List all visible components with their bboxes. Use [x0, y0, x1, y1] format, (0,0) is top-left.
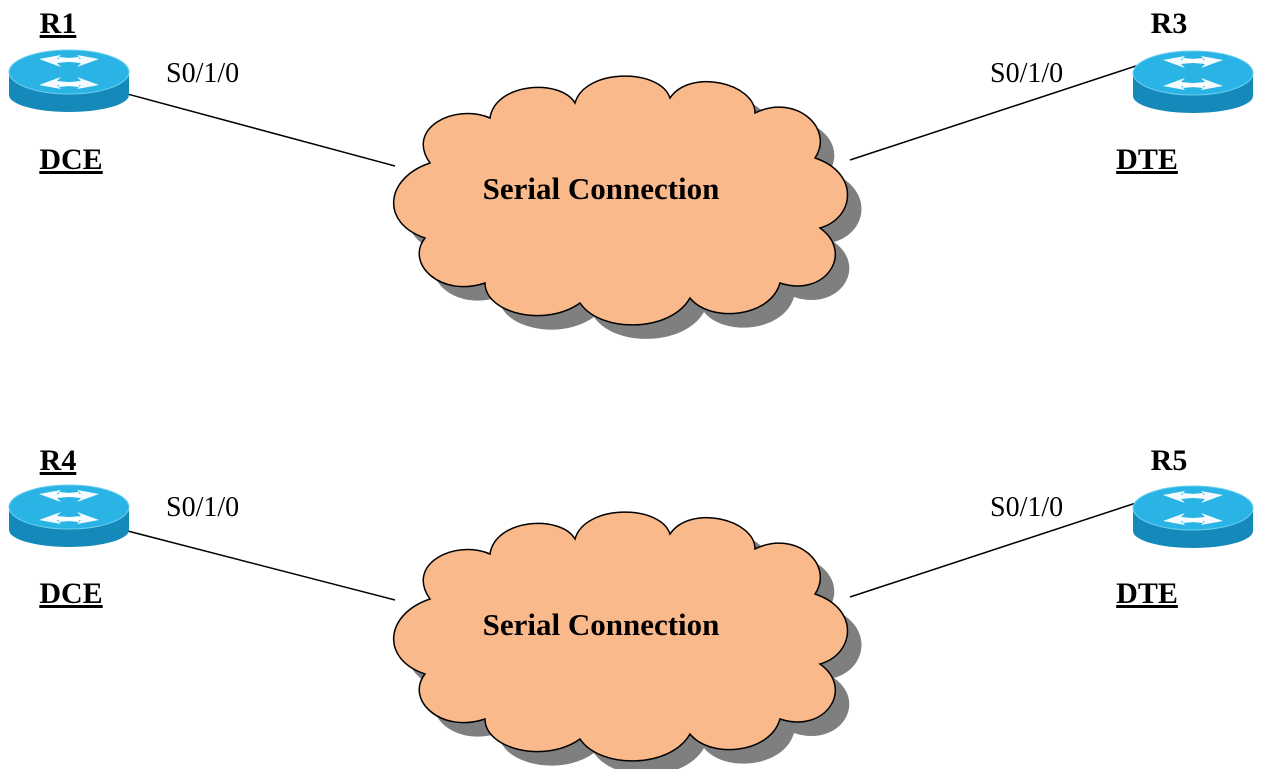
cloud-label: Serial Connection: [483, 607, 720, 642]
router-name-r1: R1: [40, 7, 77, 40]
interface-label-r1: S0/1/0: [166, 58, 239, 89]
link-2: Serial Connection R4 DCE S0/1/0 R5 DTE S…: [8, 444, 1254, 769]
serial-line-left: [119, 528, 396, 601]
link-1: Serial Connection R1 DCE S0/1/0 R3 DTE S…: [8, 7, 1254, 339]
router-name-r4: R4: [40, 444, 77, 477]
serial-line-right: [849, 499, 1146, 598]
router-icon: [8, 49, 130, 113]
interface-label-r3: S0/1/0: [990, 58, 1063, 89]
serial-line-left: [119, 91, 396, 167]
router-name-r3: R3: [1151, 7, 1188, 40]
router-role-r4: DCE: [39, 577, 102, 610]
cloud-label: Serial Connection: [483, 171, 720, 206]
interface-label-r5: S0/1/0: [990, 492, 1063, 523]
router-icon: [8, 484, 130, 548]
router-icon: [1132, 485, 1254, 549]
interface-label-r4: S0/1/0: [166, 492, 239, 523]
router-icon: [1132, 50, 1254, 114]
router-name-r5: R5: [1151, 444, 1188, 477]
router-role-r1: DCE: [39, 143, 102, 176]
cloud-icon: [392, 75, 862, 339]
router-role-r5: DTE: [1116, 577, 1178, 610]
serial-line-right: [849, 62, 1146, 161]
router-role-r3: DTE: [1116, 143, 1178, 176]
